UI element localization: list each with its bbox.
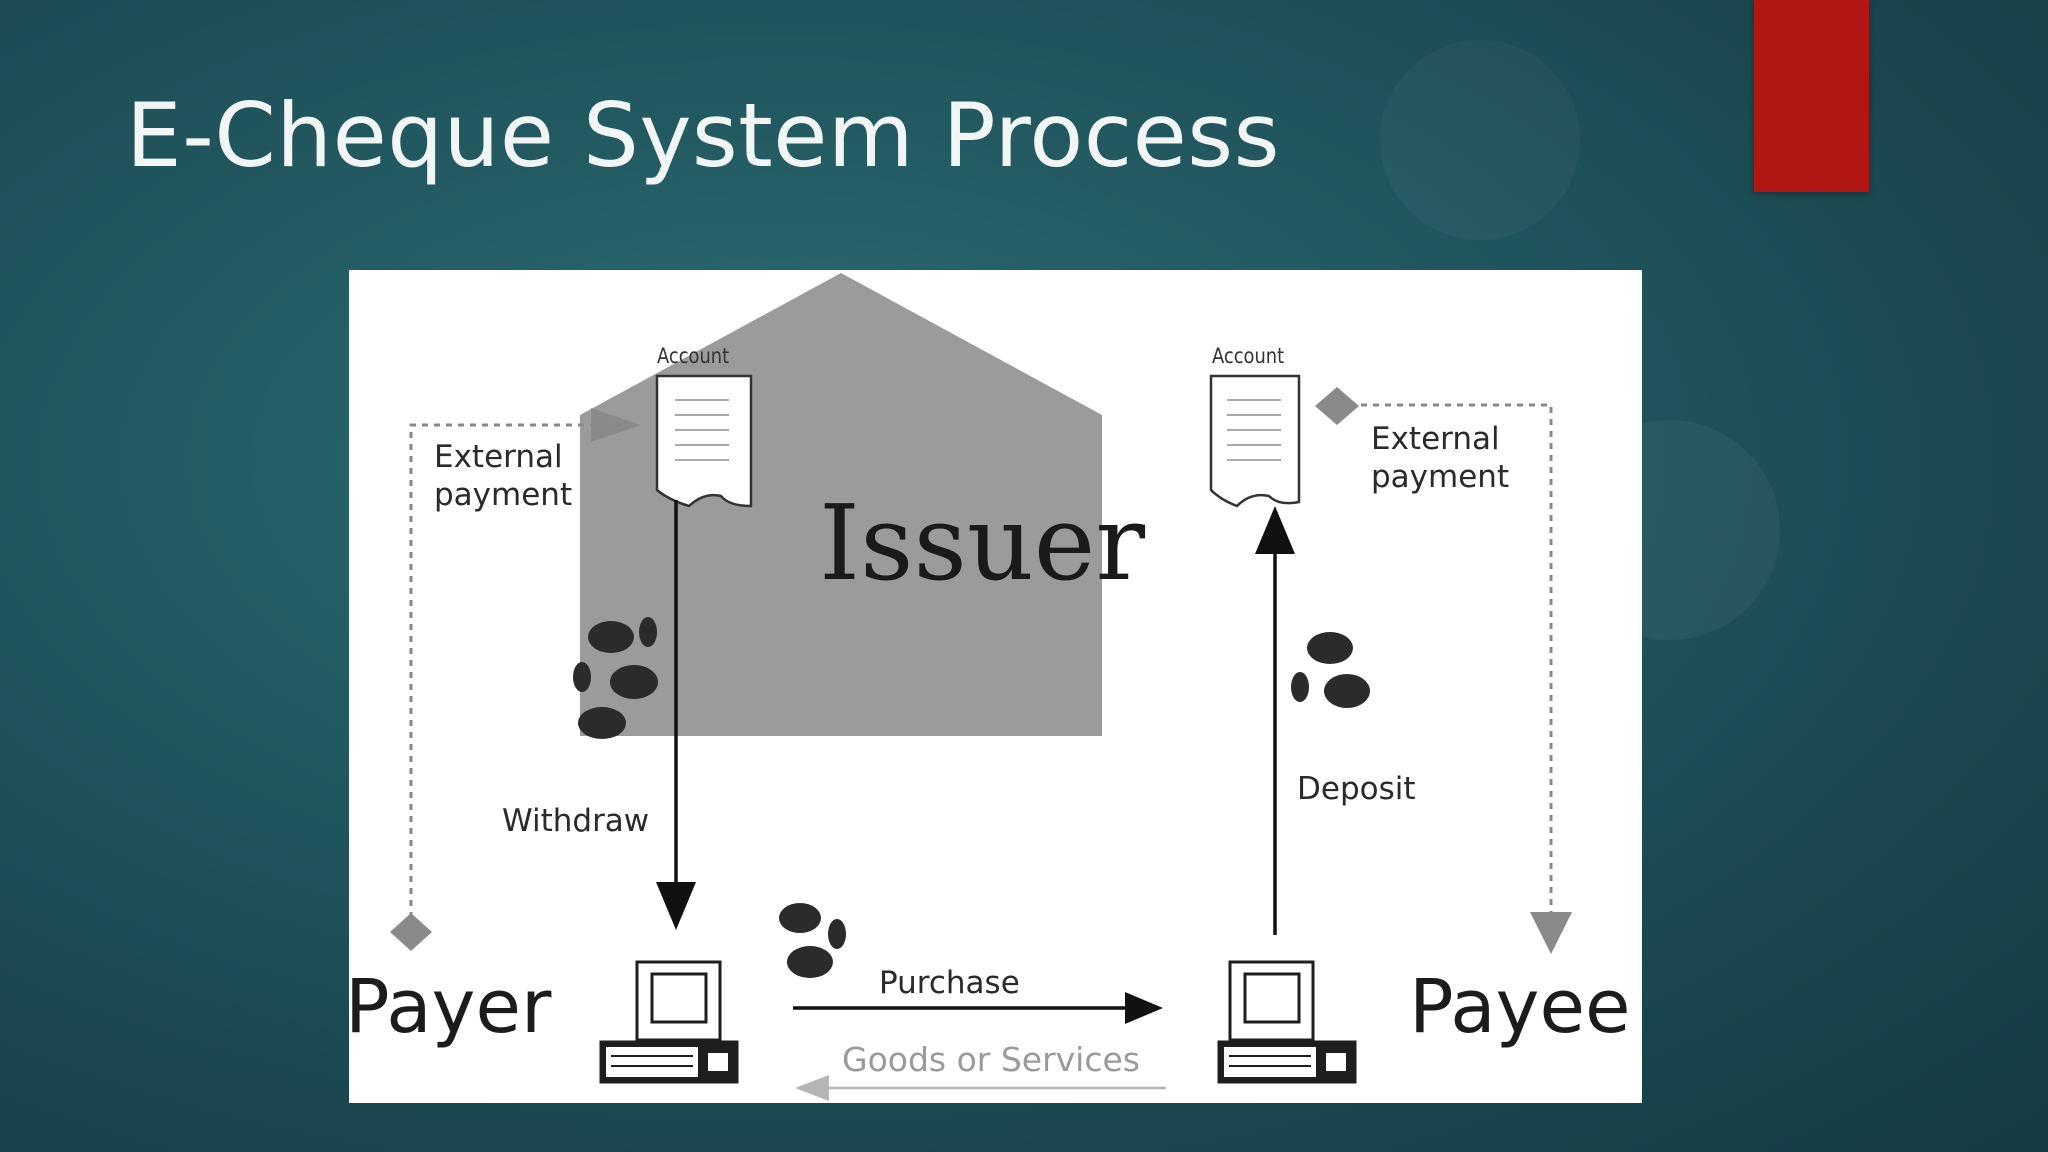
payee-computer-icon (1217, 960, 1357, 1084)
e-cheque-diagram: Account Account External payment Externa… (345, 270, 1642, 1103)
right-external-payment-path (1349, 403, 1553, 912)
right-account-document-icon (1209, 374, 1301, 508)
right-external-arrow-icon (1530, 912, 1572, 954)
goods-or-services-label: Goods or Services (842, 1040, 1140, 1079)
right-coins-icon (1291, 632, 1370, 708)
withdraw-label: Withdraw (502, 803, 650, 839)
left-external-arrow-icon (591, 408, 641, 442)
withdraw-arrowhead-icon (656, 882, 696, 930)
payer-label: Payer (345, 964, 552, 1050)
deposit-label: Deposit (1297, 771, 1416, 807)
left-account-label: Account (657, 344, 730, 368)
accent-bar (1754, 0, 1869, 192)
left-account-document-icon (655, 374, 753, 508)
right-account-label: Account (1212, 344, 1285, 368)
left-coins-icon (573, 617, 658, 739)
purchase-coins-icon (779, 903, 846, 978)
slide-title: E-Cheque System Process (126, 84, 1280, 187)
goods-arrowhead-icon (795, 1075, 829, 1101)
payer-computer-icon (599, 960, 739, 1084)
left-external-payment-path (409, 423, 591, 930)
deposit-arrowhead-icon (1255, 506, 1295, 554)
issuer-label: Issuer (819, 482, 1146, 604)
right-external-payment-label: External payment (1371, 421, 1510, 495)
purchase-arrowhead-icon (1125, 992, 1163, 1024)
payee-label: Payee (1409, 964, 1631, 1050)
purchase-label: Purchase (879, 965, 1020, 1001)
diagram-graphics (390, 273, 1572, 1101)
left-external-payment-label: External payment (434, 439, 573, 513)
left-external-diamond-icon (390, 913, 432, 951)
background-bokeh (1380, 40, 1580, 240)
right-external-diamond-icon (1315, 387, 1359, 425)
